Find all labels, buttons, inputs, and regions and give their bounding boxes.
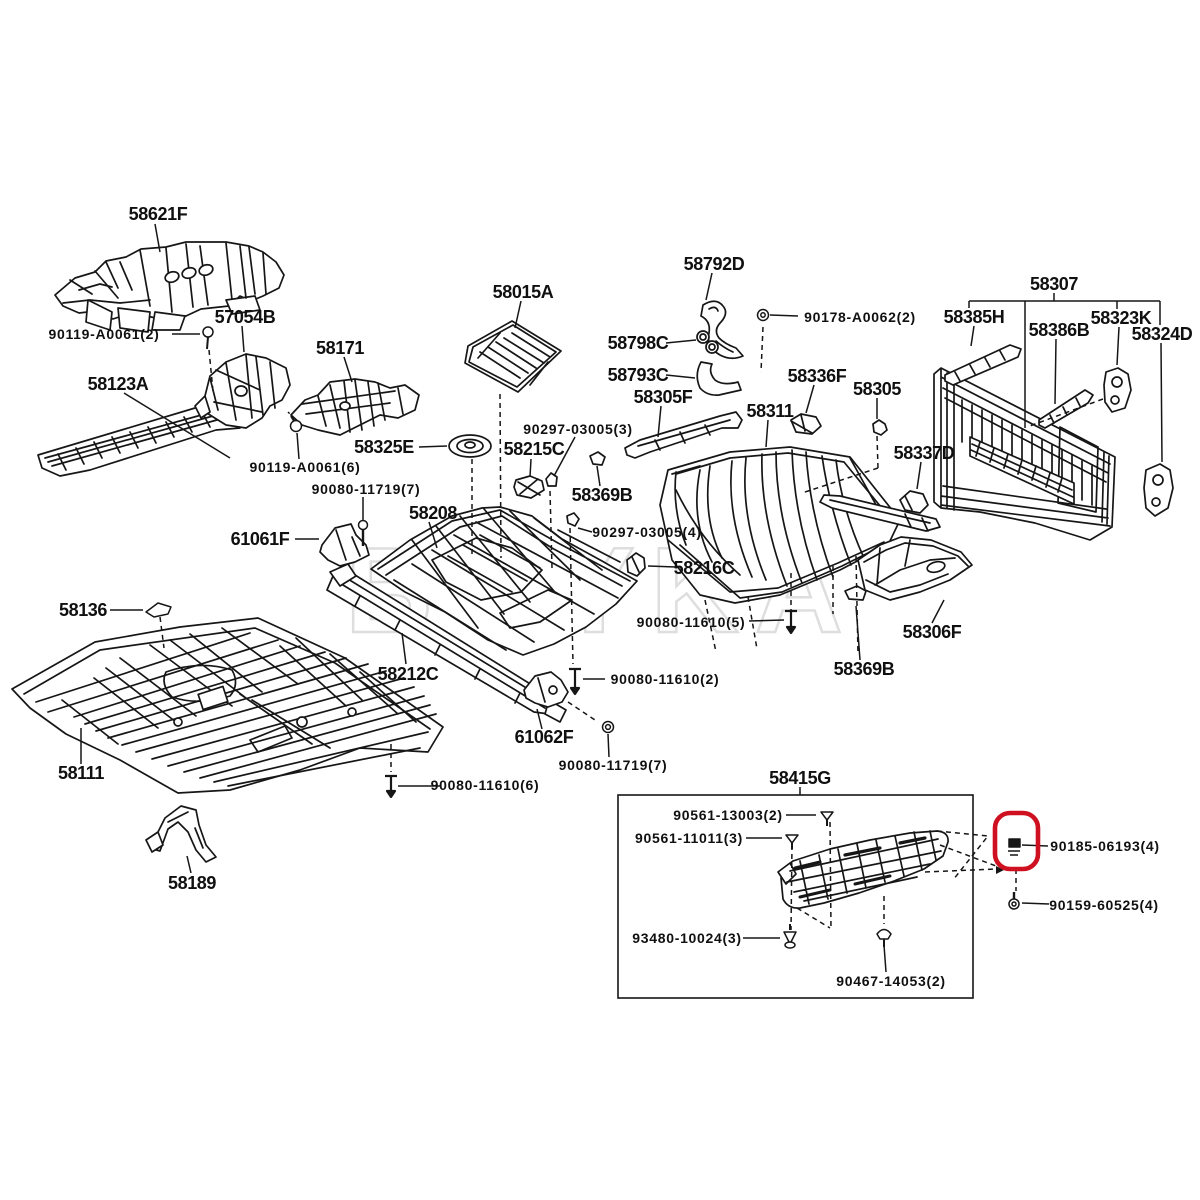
svg-text:58415G: 58415G xyxy=(769,768,831,788)
svg-text:58305: 58305 xyxy=(853,379,901,399)
svg-text:90561-11011(3): 90561-11011(3) xyxy=(635,830,743,846)
svg-text:58323K: 58323K xyxy=(1091,308,1152,328)
svg-text:90119-A0061(6): 90119-A0061(6) xyxy=(250,459,361,475)
svg-text:58369B: 58369B xyxy=(834,659,895,679)
svg-text:58215C: 58215C xyxy=(504,439,565,459)
svg-text:58385H: 58385H xyxy=(944,307,1005,327)
svg-text:58111: 58111 xyxy=(58,763,104,783)
svg-text:58123A: 58123A xyxy=(88,374,149,394)
svg-text:90178-A0062(2): 90178-A0062(2) xyxy=(804,309,916,325)
svg-text:58386B: 58386B xyxy=(1029,320,1090,340)
svg-text:58212C: 58212C xyxy=(378,664,439,684)
svg-text:90185-06193(4): 90185-06193(4) xyxy=(1050,838,1159,854)
svg-text:61062F: 61062F xyxy=(515,727,574,747)
svg-text:58216C: 58216C xyxy=(674,558,735,578)
svg-text:61061F: 61061F xyxy=(231,529,290,549)
svg-text:58369B: 58369B xyxy=(572,485,633,505)
svg-text:90080-11719(7): 90080-11719(7) xyxy=(312,481,421,497)
svg-text:58306F: 58306F xyxy=(903,622,962,642)
svg-text:90119-A0061(2): 90119-A0061(2) xyxy=(49,326,160,342)
svg-text:90297-03005(4): 90297-03005(4) xyxy=(592,524,701,540)
svg-text:90467-14053(2): 90467-14053(2) xyxy=(836,973,945,989)
svg-text:90080-11610(5): 90080-11610(5) xyxy=(637,614,746,630)
svg-text:58792D: 58792D xyxy=(684,254,745,274)
svg-text:90297-03005(3): 90297-03005(3) xyxy=(523,421,632,437)
svg-text:58336F: 58336F xyxy=(788,366,847,386)
svg-text:58189: 58189 xyxy=(168,873,216,893)
svg-text:58311: 58311 xyxy=(746,401,793,421)
svg-text:58305F: 58305F xyxy=(634,387,693,407)
svg-text:58171: 58171 xyxy=(316,338,364,358)
svg-text:90080-11719(7): 90080-11719(7) xyxy=(559,757,668,773)
svg-text:58798C: 58798C xyxy=(608,333,669,353)
svg-text:93480-10024(3): 93480-10024(3) xyxy=(632,930,741,946)
svg-text:58325E: 58325E xyxy=(354,437,414,457)
svg-text:90159-60525(4): 90159-60525(4) xyxy=(1049,897,1158,913)
svg-text:57054B: 57054B xyxy=(215,307,276,327)
svg-text:58136: 58136 xyxy=(59,600,107,620)
svg-text:58307: 58307 xyxy=(1030,274,1078,294)
svg-text:90080-11610(6): 90080-11610(6) xyxy=(431,777,540,793)
svg-text:58337D: 58337D xyxy=(894,443,955,463)
svg-text:90080-11610(2): 90080-11610(2) xyxy=(611,671,720,687)
svg-text:90561-13003(2): 90561-13003(2) xyxy=(673,807,782,823)
svg-text:58324D: 58324D xyxy=(1132,324,1193,344)
svg-text:58793C: 58793C xyxy=(608,365,669,385)
svg-text:58208: 58208 xyxy=(409,503,457,523)
svg-text:58621F: 58621F xyxy=(129,204,188,224)
svg-text:58015A: 58015A xyxy=(493,282,554,302)
